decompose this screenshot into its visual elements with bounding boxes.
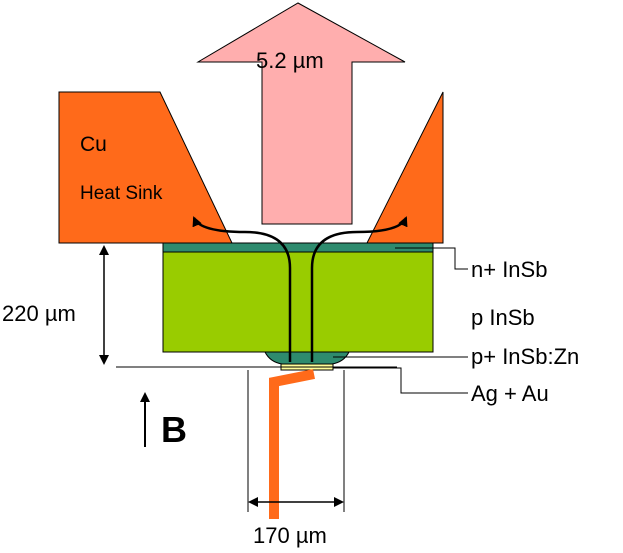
- layer-label-n-plus: n+ InSb: [471, 257, 547, 282]
- field-label: B: [161, 409, 187, 450]
- layer-label-p-plus: p+ InSb:Zn: [471, 344, 579, 369]
- heatsink-label: Heat Sink: [80, 183, 163, 204]
- leader-n-plus: [395, 247, 468, 270]
- layer-label-contact: Ag + Au: [471, 381, 549, 406]
- leader-contact: [333, 367, 468, 394]
- current-line-right: [310, 216, 408, 362]
- layer-p-plus: [264, 351, 350, 365]
- emission-arrow: [196, 2, 406, 225]
- width-label: 170 µm: [253, 523, 327, 548]
- heatsink-left: [58, 91, 233, 244]
- layer-p-bulk: [162, 242, 434, 353]
- layer-n-plus: [162, 242, 434, 253]
- emission-label: 5.2 µm: [256, 48, 324, 73]
- layer-label-p-bulk: p InSb: [471, 305, 535, 330]
- thickness-label: 220 µm: [2, 301, 76, 326]
- heatsink-material-label: Cu: [80, 133, 107, 156]
- current-line-left: [192, 216, 292, 362]
- bond-wire: [269, 369, 315, 519]
